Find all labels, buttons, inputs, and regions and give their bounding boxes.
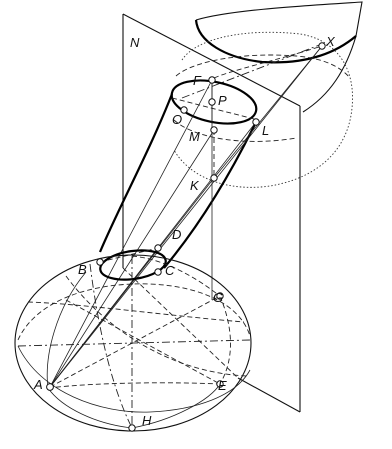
points <box>46 42 326 432</box>
label-n: N <box>130 35 140 50</box>
point-o <box>180 106 188 114</box>
plane-n <box>122 13 301 413</box>
point-b <box>96 258 104 266</box>
label-e: E <box>218 378 227 393</box>
label-k: K <box>190 178 200 193</box>
point-g <box>216 292 224 300</box>
label-b: B <box>78 262 87 277</box>
labels: N X F P O M L K D B C G A E H <box>33 34 336 428</box>
point-e <box>216 380 224 388</box>
label-c: C <box>165 263 175 278</box>
bottom-ellipse <box>99 247 167 281</box>
label-d: D <box>172 227 181 242</box>
point-d <box>154 244 162 252</box>
point-h <box>128 424 136 432</box>
point-l <box>252 118 260 126</box>
point-p <box>208 98 216 106</box>
point-c <box>154 268 162 276</box>
label-a: A <box>33 377 43 392</box>
label-x: X <box>325 34 336 49</box>
point-f <box>208 76 216 84</box>
label-o: O <box>172 112 182 127</box>
lower-sphere <box>14 254 252 432</box>
label-m: M <box>189 129 200 144</box>
label-l: L <box>262 123 269 138</box>
point-x <box>318 42 326 50</box>
label-g: G <box>213 290 223 305</box>
upper-surface <box>173 1 363 188</box>
label-h: H <box>142 413 152 428</box>
cone-interior-lines <box>49 45 323 388</box>
point-k <box>210 174 218 182</box>
label-f: F <box>193 73 202 88</box>
point-a <box>46 383 54 391</box>
point-m <box>210 126 218 134</box>
label-p: P <box>218 93 227 108</box>
upper-sphere <box>173 43 351 142</box>
